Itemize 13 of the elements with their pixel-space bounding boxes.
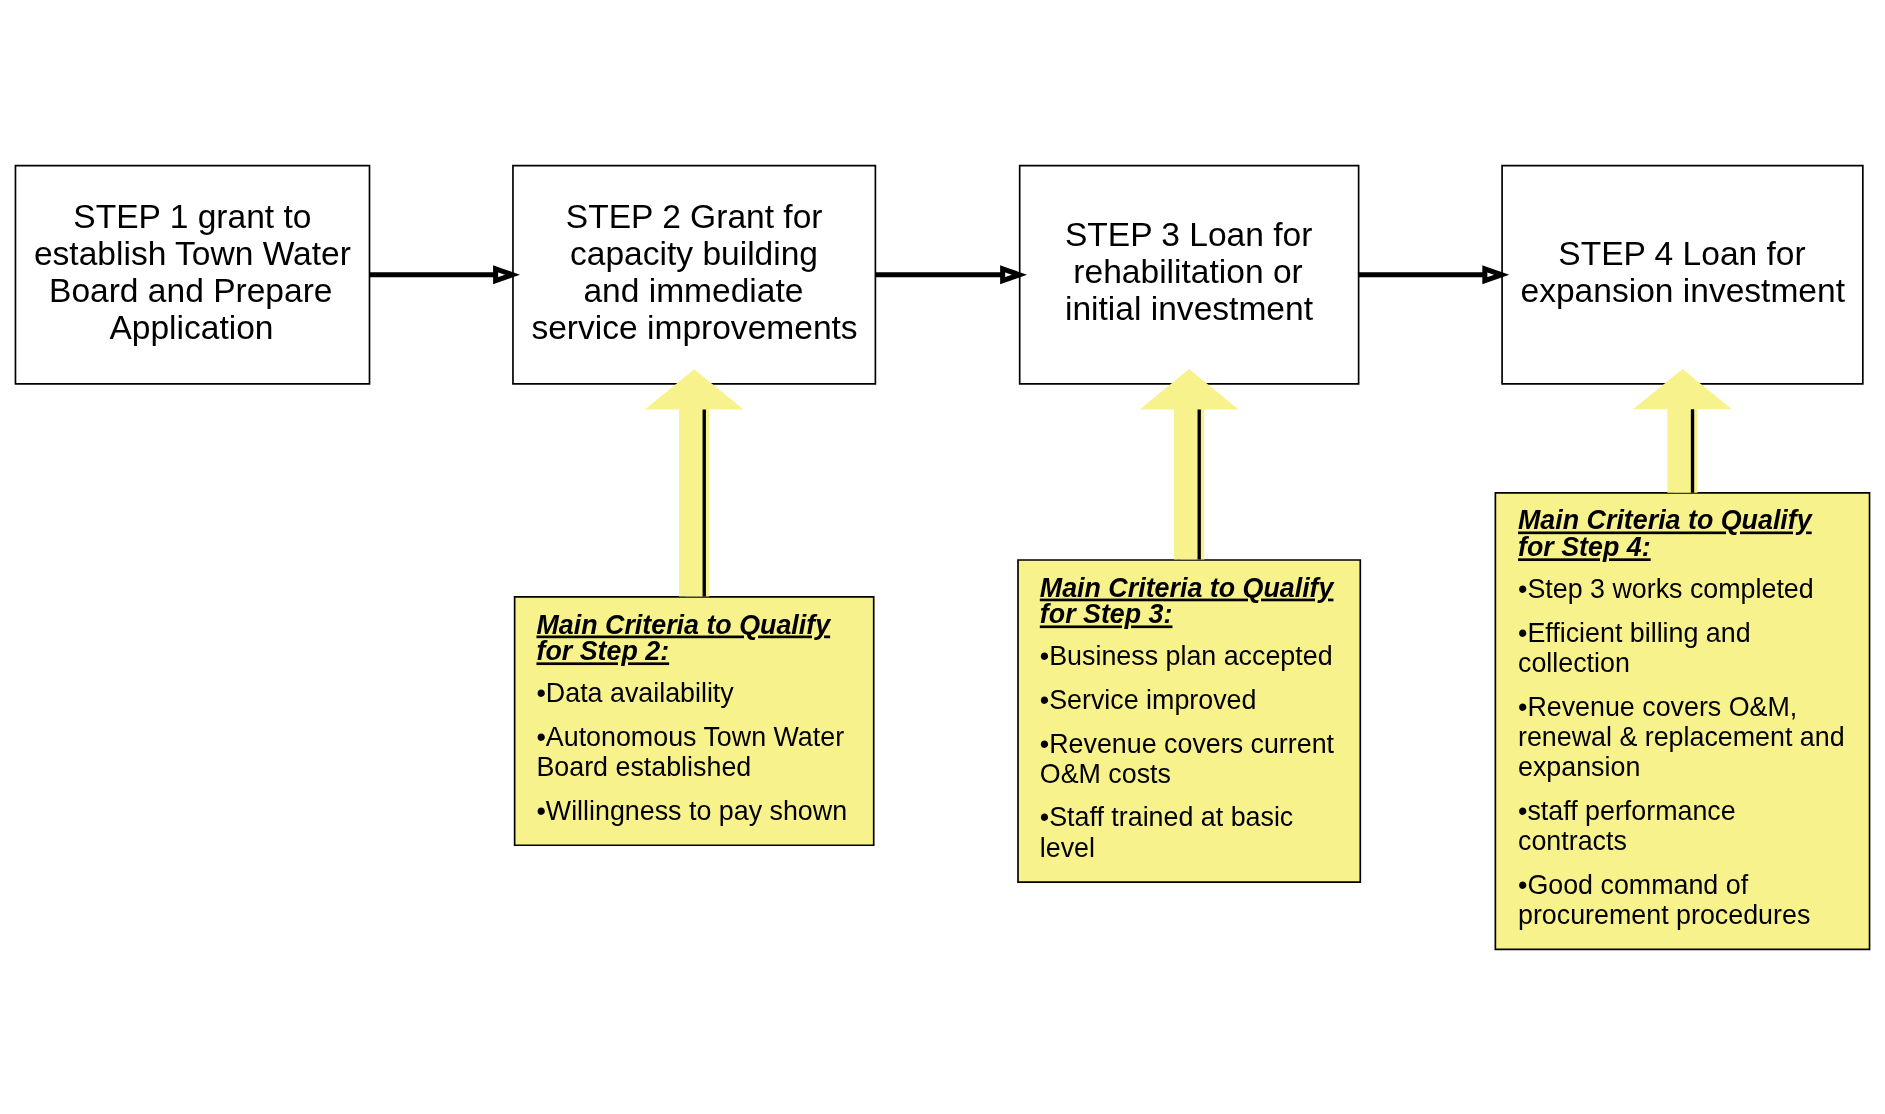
arrow: [875, 264, 1028, 284]
arrow: [369, 264, 520, 284]
node-box: STEP 2 Grant for capacity building and immediate service improvements: [512, 164, 877, 385]
node-box: STEP 3 Loan for rehabilitation or initial investment: [1018, 164, 1360, 385]
node-box: Main Criteria to Qualify for Step 4: •Step 3 works completed •Efficient billing and collection •Revenue covers O&M, renewal & replacement and expansion •staff performance contracts •Good command of procurement procedures: [1494, 491, 1871, 950]
arrow: [644, 368, 744, 597]
node-box: Main Criteria to Qualify for Step 2: •Data availability •Autonomous Town Water Board established •Willingness to pay shown: [513, 595, 875, 846]
arrow: [1633, 368, 1732, 493]
arrow: [1358, 264, 1510, 284]
node-box: STEP 1 grant to establish Town Water Board and Prepare Application: [14, 164, 371, 385]
arrow: [1139, 368, 1239, 559]
node-box: STEP 4 Loan for expansion investment: [1501, 164, 1864, 385]
node-box: Main Criteria to Qualify for Step 3: •Business plan accepted •Service improved •Revenue covers current O&M costs •Staff trained at basic level: [1017, 558, 1362, 883]
